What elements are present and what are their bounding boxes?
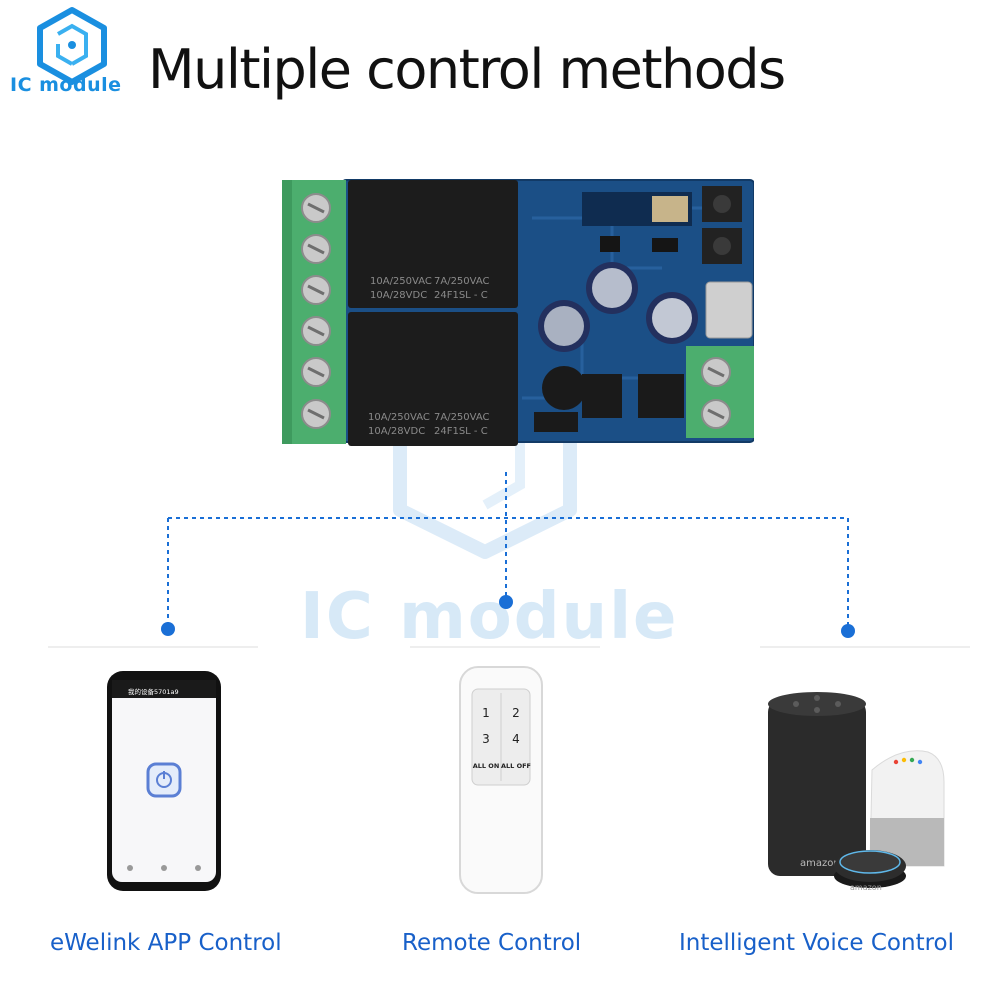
relay-bottom-model: 24F1SL - C [434,426,488,437]
remote-control-icon: 1 2 3 4 ALL ON ALL OFF [459,666,543,894]
relay-top-rating-left-2: 10A/28VDC [370,290,427,301]
connector-dot-remote [499,595,513,609]
divider [410,646,600,648]
remote-button-1: 1 [482,706,490,720]
remote-all-off: ALL OFF [501,762,531,770]
relay-top-model: 24F1SL - C [434,290,488,301]
relay-top-rating-left: 10A/250VAC [370,276,432,287]
remote-button-4: 4 [512,732,520,746]
watermark-text: IC module [300,580,679,654]
smartphone-app-icon: 我的设备5701a9 [107,671,221,891]
brand-logo-icon [37,7,107,85]
smart-speakers-icon: amazon amazon [768,692,945,892]
screw-terminals-left [301,193,331,429]
brand-logo-text: IC module [10,74,122,96]
connector-dot-voice [841,624,855,638]
app-device-title: 我的设备5701a9 [128,687,179,696]
remote-button-2: 2 [512,706,520,720]
relay-bottom-rating-left-2: 10A/28VDC [368,426,425,437]
remote-all-on: ALL ON [473,762,500,770]
page-title: Multiple control methods [148,38,786,101]
method-label-app: eWelink APP Control [50,930,282,956]
method-label-remote: Remote Control [402,930,582,956]
relay-top-rating-right: 7A/250VAC [434,276,490,287]
relay-bottom-rating-right: 7A/250VAC [434,412,490,423]
connector-dot-app [161,622,175,636]
relay-module-board: 10A/250VAC 10A/28VDC 7A/250VAC 24F1SL - … [282,179,754,446]
speaker-brand-1: amazon [800,858,840,869]
relay-bottom-rating-left: 10A/250VAC [368,412,430,423]
remote-button-3: 3 [482,732,490,746]
method-label-voice: Intelligent Voice Control [679,930,955,956]
speaker-brand-2: amazon [850,883,882,892]
divider [760,646,970,648]
divider [48,646,258,648]
